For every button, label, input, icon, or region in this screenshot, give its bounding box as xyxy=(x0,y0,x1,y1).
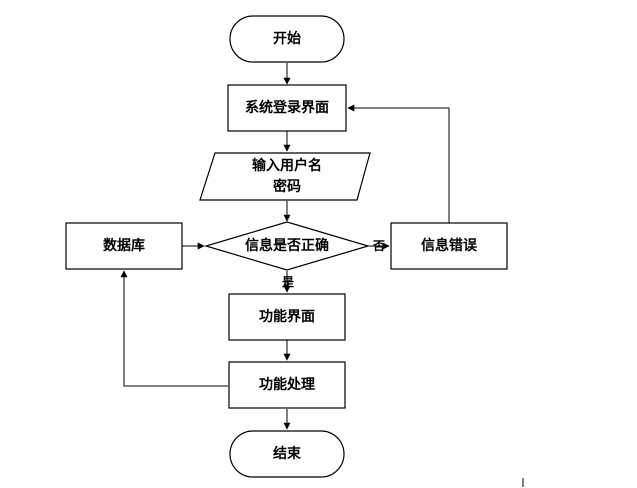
node-input-label-line1: 输入用户名 xyxy=(252,157,322,174)
node-function-process-label: 功能处理 xyxy=(259,376,315,393)
node-end-label: 结束 xyxy=(273,445,302,462)
node-decision-label: 信息是否正确 xyxy=(245,237,329,254)
node-start: 开始 xyxy=(229,15,345,63)
node-start-label: 开始 xyxy=(273,30,301,47)
node-info-error: 信息错误 xyxy=(390,222,508,270)
node-function-ui: 功能界面 xyxy=(228,293,346,341)
node-database: 数据库 xyxy=(65,222,183,270)
node-database-label: 数据库 xyxy=(103,237,145,254)
node-info-error-label: 信息错误 xyxy=(421,237,478,254)
node-decision: 信息是否正确 xyxy=(203,221,371,271)
edge-process-database xyxy=(120,270,228,387)
node-login-screen-label: 系统登录界面 xyxy=(245,99,329,116)
node-input: 输入用户名 密码 xyxy=(199,152,371,201)
node-function-process: 功能处理 xyxy=(228,361,346,409)
edge-error-login xyxy=(347,104,450,223)
edge-label-yes: 是 xyxy=(281,275,295,289)
node-function-ui-label: 功能界面 xyxy=(259,308,315,325)
node-end: 结束 xyxy=(229,430,345,478)
edge-label-no: 否 xyxy=(372,239,385,253)
node-login-screen: 系统登录界面 xyxy=(227,84,347,132)
node-input-label-line2: 密码 xyxy=(272,178,301,195)
